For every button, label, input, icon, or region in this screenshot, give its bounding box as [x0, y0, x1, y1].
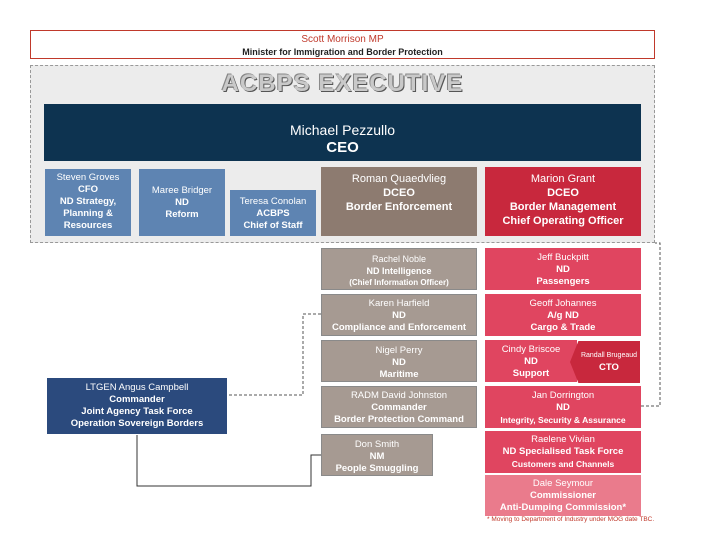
enf-line: People Smuggling — [335, 463, 419, 474]
mgmt-geoff-johannes: Geoff Johannes A/g ND Cargo & Trade — [485, 294, 641, 336]
enf-name: Nigel Perry — [375, 345, 423, 356]
exec-steven-groves: Steven Groves CFO ND Strategy, Planning … — [45, 169, 131, 236]
jatf-angus-campbell: LTGEN Angus Campbell Commander Joint Age… — [47, 378, 227, 434]
mgmt-name: Cindy Briscoe — [501, 344, 561, 355]
cto-arrow-box: Randall Brugeaud CTO — [570, 341, 640, 383]
enf-line: NM — [369, 451, 385, 462]
enf-line: ND — [392, 357, 406, 368]
enf-line: (Chief Information Officer) — [349, 278, 449, 287]
mgmt-name: Jan Dorrington — [531, 390, 595, 401]
mgmt-line: Customers and Channels — [511, 459, 615, 469]
mgmt-line: ND — [556, 402, 570, 413]
mgmt-line: Support — [512, 368, 550, 379]
mgmt-name: Geoff Johannes — [529, 298, 597, 309]
enf-name: Rachel Noble — [371, 254, 427, 264]
exec-line: ACBPS — [256, 208, 290, 219]
ceo-name: Michael Pezzullo — [289, 122, 396, 138]
enf-name: Karen Harfield — [368, 298, 430, 309]
exec-line: Chief Operating Officer — [502, 215, 624, 227]
ceo-role: CEO — [326, 139, 359, 156]
executive-title: ACBPS EXECUTIVE — [221, 70, 464, 97]
mgmt-name: Raelene Vivian — [531, 434, 595, 445]
enf-karen-harfield: Karen Harfield ND Compliance and Enforce… — [321, 294, 477, 336]
mgmt-name: Jeff Buckpitt — [537, 252, 589, 263]
exec-line: DCEO — [547, 187, 579, 199]
mgmt-line: Cargo & Trade — [530, 322, 596, 333]
exec-line: Planning & — [63, 208, 113, 219]
mgmt-jeff-buckpitt: Jeff Buckpitt ND Passengers — [485, 248, 641, 290]
enf-rachel-noble: Rachel Noble ND Intelligence (Chief Info… — [321, 248, 477, 290]
exec-line: Chief of Staff — [243, 220, 303, 231]
mgmt-line: ND Specialised Task Force — [502, 446, 624, 457]
exec-line: DCEO — [383, 187, 415, 199]
mgmt-line: Commissioner — [530, 490, 596, 501]
exec-line: Resources — [63, 220, 113, 231]
enf-line: Compliance and Enforcement — [331, 322, 467, 333]
enf-david-johnston: RADM David Johnston Commander Border Pro… — [321, 386, 477, 428]
minister-name: Scott Morrison MP — [301, 34, 384, 45]
mgmt-line: Passengers — [536, 276, 590, 287]
mgmt-jan-dorrington: Jan Dorrington ND Integrity, Security & … — [485, 386, 641, 428]
enf-line: ND — [392, 310, 406, 321]
exec-roman-quaedvlieg: Roman Quaedvlieg DCEO Border Enforcement — [321, 167, 477, 236]
mgmt-line: A/g ND — [547, 310, 579, 321]
exec-line: ND — [175, 197, 189, 208]
mgmt-line: Anti-Dumping Commission* — [499, 502, 627, 513]
jatf-line: Commander — [109, 394, 165, 405]
exec-marion-grant: Marion Grant DCEO Border Management Chie… — [485, 167, 641, 236]
exec-name: Teresa Conolan — [239, 196, 307, 207]
ceo-box: Michael Pezzullo CEO — [44, 104, 641, 161]
exec-line: Border Enforcement — [345, 201, 453, 213]
exec-teresa-conolan: Teresa Conolan ACBPS Chief of Staff — [230, 190, 316, 236]
exec-maree-bridger: Maree Bridger ND Reform — [139, 169, 225, 236]
exec-name: Marion Grant — [530, 173, 596, 185]
exec-line: CFO — [77, 184, 99, 195]
exec-line: Border Management — [509, 201, 617, 213]
enf-nigel-perry: Nigel Perry ND Maritime — [321, 340, 477, 382]
exec-line: Reform — [165, 209, 199, 220]
enf-line: ND Intelligence — [366, 266, 432, 276]
exec-name: Roman Quaedvlieg — [351, 173, 447, 185]
minister-role: Minister for Immigration and Border Prot… — [242, 47, 443, 57]
cto-name: Randall Brugeaud — [580, 352, 638, 359]
exec-line: ND Strategy, — [59, 196, 117, 207]
exec-name: Maree Bridger — [151, 185, 213, 196]
mgmt-name: Dale Seymour — [532, 478, 594, 489]
mgmt-cindy-briscoe: Cindy Briscoe ND Support — [485, 340, 577, 382]
mgmt-raelene-vivian: Raelene Vivian ND Specialised Task Force… — [485, 431, 641, 473]
mgmt-line: ND — [556, 264, 570, 275]
enf-name: Don Smith — [354, 439, 400, 450]
enf-line: Commander — [371, 402, 427, 413]
enf-don-smith: Don Smith NM People Smuggling — [321, 434, 433, 476]
jatf-line: Joint Agency Task Force — [81, 406, 193, 417]
exec-name: Steven Groves — [56, 172, 120, 183]
minister-box: Scott Morrison MP Minister for Immigrati… — [30, 30, 655, 59]
jatf-line: Operation Sovereign Borders — [70, 418, 204, 429]
mgmt-line: Integrity, Security & Assurance — [500, 415, 626, 425]
mgmt-line: ND — [524, 356, 538, 367]
enf-name: RADM David Johnston — [350, 390, 448, 401]
enf-line: Border Protection Command — [334, 414, 464, 425]
mgmt-dale-seymour: Dale Seymour Commissioner Anti-Dumping C… — [485, 475, 641, 516]
jatf-name: LTGEN Angus Campbell — [85, 382, 189, 393]
enf-line: Maritime — [379, 369, 419, 380]
footnote: * Moving to Department of Industry under… — [487, 516, 655, 523]
cto-role: CTO — [599, 362, 619, 373]
